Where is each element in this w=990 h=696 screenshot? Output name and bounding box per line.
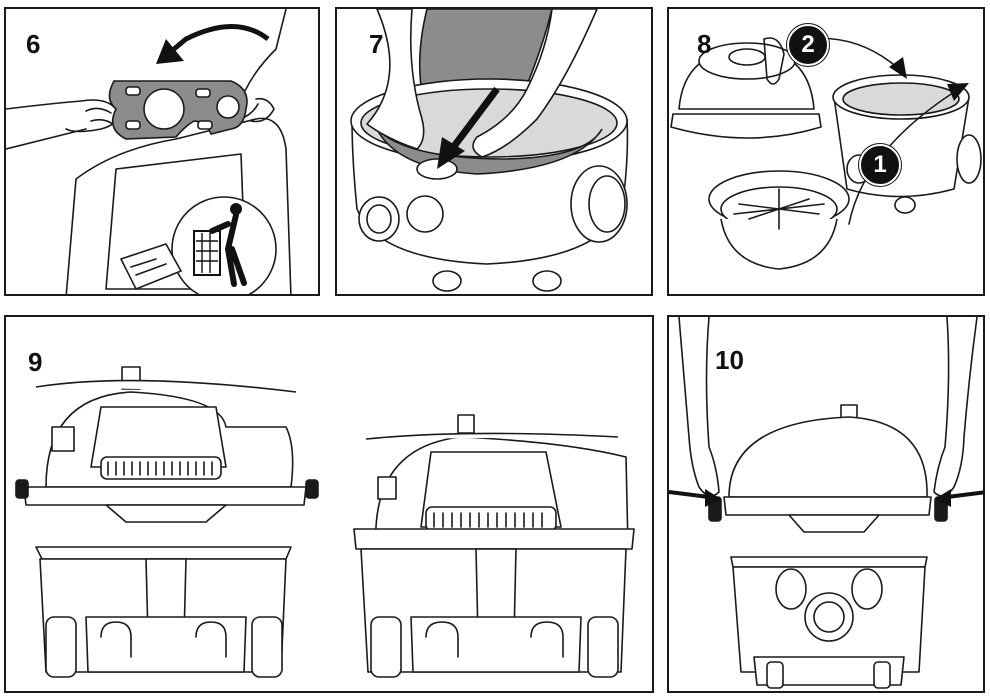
machine-assembled — [353, 414, 635, 678]
step-9-number: 9 — [28, 347, 43, 377]
disposal-circle — [171, 196, 277, 294]
right-arm — [933, 317, 978, 497]
step-7-panel: 7 — [335, 7, 653, 296]
lower-arm — [6, 128, 87, 150]
step-8-panel: 8 2 1 — [667, 7, 985, 296]
castor-wheel — [432, 270, 462, 292]
machine-body-outline — [65, 117, 292, 294]
left-arm — [678, 317, 720, 497]
step-6-panel: 6 — [4, 7, 320, 296]
discarded-bag-icon — [120, 243, 182, 290]
step-6-illustration — [6, 9, 292, 294]
step-7-illustration — [350, 9, 629, 292]
step-8-badge-1: 1 — [859, 144, 901, 186]
right-hand-fingers — [250, 97, 275, 123]
step-8-number: 8 — [697, 29, 712, 59]
machine-lid-separated — [15, 366, 319, 678]
tub — [730, 556, 928, 568]
step-10-panel: 10 — [667, 315, 985, 693]
clip-arrow-icon — [669, 490, 710, 499]
right-hand — [472, 9, 598, 158]
left-hand — [6, 99, 118, 133]
step-7-number: 7 — [369, 29, 384, 59]
motor-head — [728, 416, 928, 498]
tub-interior — [360, 88, 618, 158]
step-10-illustration — [669, 317, 983, 689]
step-8-illustration — [670, 37, 982, 270]
left-hand — [366, 9, 425, 150]
step-9-illustration — [15, 366, 635, 678]
step-6-number: 6 — [26, 29, 41, 59]
disposal-bin-icon — [193, 203, 247, 287]
step-9-panel: 9 — [4, 315, 654, 693]
push-arrow-icon — [449, 86, 500, 152]
step-10-number: 10 — [715, 345, 744, 375]
curved-arrow-icon — [172, 24, 270, 51]
left-hand-fingers — [85, 107, 115, 126]
step-8-badge-2: 2 — [787, 24, 829, 66]
dust-bag-opening — [143, 88, 185, 130]
